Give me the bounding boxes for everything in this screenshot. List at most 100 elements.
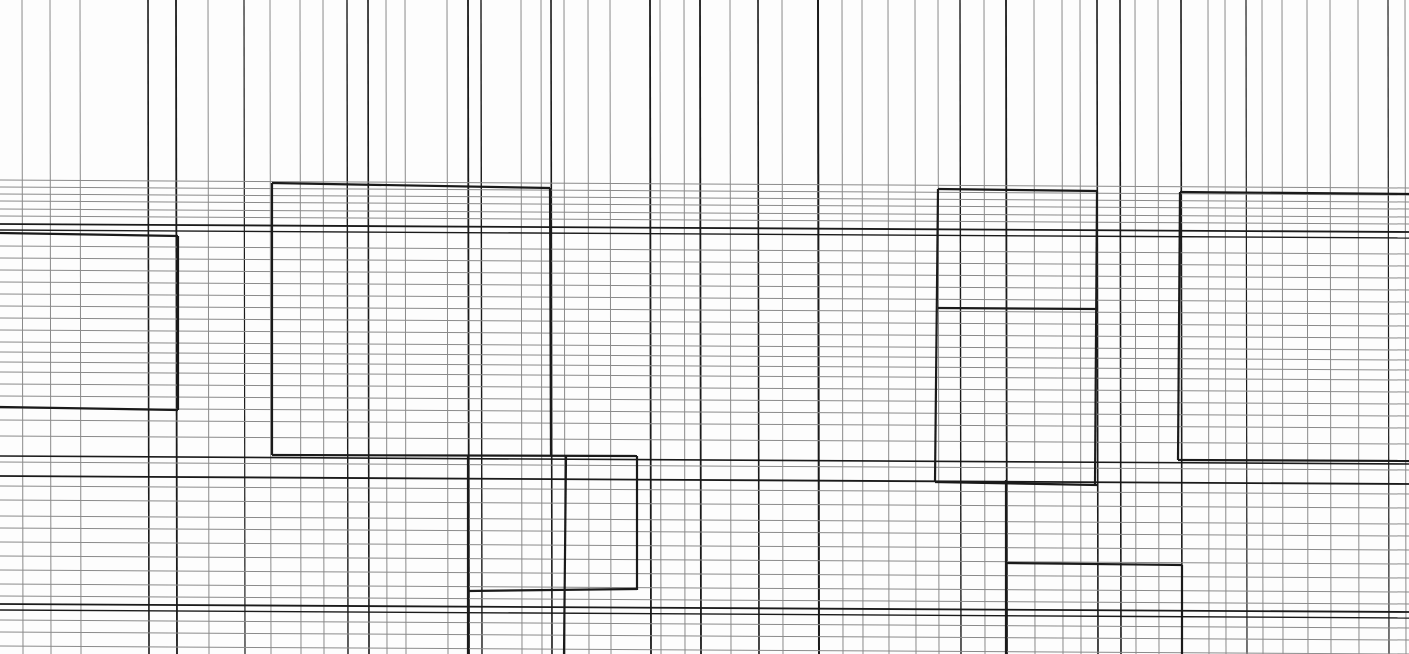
frame-edge — [934, 480, 1098, 487]
horizontal-line — [0, 595, 1409, 605]
vertical-line — [649, 0, 652, 654]
horizontal-line — [0, 281, 1409, 291]
vertical-line — [1404, 0, 1407, 654]
frame-edge — [467, 587, 638, 593]
frame-edge — [271, 181, 551, 190]
horizontal-line — [0, 223, 1409, 233]
horizontal-line — [0, 208, 1409, 218]
vertical-line — [1281, 0, 1284, 654]
frame-edge — [0, 231, 179, 238]
vertical-line — [79, 0, 82, 654]
horizontal-lines — [0, 179, 1409, 654]
horizontal-line — [0, 200, 1409, 210]
horizontal-line — [0, 499, 1409, 509]
horizontal-line — [0, 293, 1409, 303]
horizontal-line — [0, 455, 1409, 465]
vertical-line — [1207, 0, 1210, 654]
vertical-line — [299, 0, 302, 654]
horizontal-line — [0, 419, 1409, 429]
frame-edge — [548, 187, 553, 456]
horizontal-line — [0, 603, 1409, 613]
frame-edge — [1177, 458, 1409, 463]
horizontal-line — [0, 407, 1409, 417]
frame-edge — [271, 453, 638, 458]
vertical-line — [322, 0, 325, 654]
frame-edge — [933, 188, 940, 483]
horizontal-line — [0, 361, 1409, 371]
vertical-line — [1329, 0, 1332, 654]
horizontal-line — [0, 305, 1409, 315]
vertical-line — [1096, 0, 1099, 654]
vertical-line — [861, 0, 864, 654]
vertical-line — [841, 0, 844, 654]
frame-edge — [937, 306, 1098, 311]
horizontal-line — [0, 541, 1409, 551]
horizontal-line — [0, 475, 1409, 485]
vertical-line — [1134, 0, 1137, 654]
horizontal-line — [0, 609, 1409, 619]
horizontal-line — [0, 583, 1409, 593]
vertical-line — [1079, 0, 1082, 654]
vertical-line — [404, 0, 407, 654]
horizontal-line — [0, 215, 1409, 225]
vertical-line — [49, 0, 52, 654]
vertical-line — [887, 0, 890, 654]
vertical-line — [540, 0, 543, 654]
vertical-line — [1245, 0, 1248, 654]
vertical-line — [959, 0, 962, 654]
vertical-line — [983, 0, 986, 654]
frame-edge — [1093, 190, 1099, 485]
vertical-line — [781, 0, 784, 654]
horizontal-line — [0, 485, 1409, 495]
vertical-line — [1180, 0, 1183, 654]
vertical-line — [609, 0, 612, 654]
horizontal-line — [0, 193, 1409, 203]
frame-edge — [1179, 190, 1409, 196]
horizontal-line — [0, 569, 1409, 579]
vertical-line — [446, 0, 449, 654]
vertical-line — [1387, 0, 1390, 654]
horizontal-line — [0, 317, 1409, 327]
vertical-line — [21, 0, 24, 654]
horizontal-line — [0, 179, 1409, 189]
frame-edge — [1176, 191, 1182, 461]
horizontal-line — [0, 257, 1409, 267]
vertical-line — [367, 0, 370, 654]
vertical-line — [1033, 0, 1036, 654]
vertical-line — [520, 0, 523, 654]
vertical-line — [817, 0, 820, 654]
horizontal-line — [0, 383, 1409, 393]
horizontal-line — [0, 527, 1409, 537]
vertical-line — [207, 0, 210, 654]
vertical-line — [1261, 0, 1264, 654]
horizontal-line — [0, 351, 1409, 361]
vertical-line — [1061, 0, 1064, 654]
frame-edge — [0, 405, 179, 412]
horizontal-line — [0, 329, 1409, 339]
outlined-rectangles — [0, 181, 1409, 654]
horizontal-line — [0, 435, 1409, 445]
vertical-line — [175, 0, 178, 654]
horizontal-line — [0, 461, 1409, 471]
vertical-line — [385, 0, 388, 654]
vertical-line — [757, 0, 760, 654]
frame-edge — [1005, 561, 1183, 567]
horizontal-line — [0, 645, 1409, 654]
horizontal-line — [0, 186, 1409, 196]
horizontal-line — [0, 269, 1409, 279]
vertical-line — [147, 0, 150, 654]
vertical-line — [729, 0, 732, 654]
vertical-line — [587, 0, 590, 654]
horizontal-line — [0, 395, 1409, 405]
vertical-line — [480, 0, 483, 654]
vertical-line — [914, 0, 917, 654]
vertical-line — [1157, 0, 1160, 654]
horizontal-line — [0, 371, 1409, 381]
horizontal-line — [0, 631, 1409, 641]
horizontal-line — [0, 341, 1409, 351]
vertical-lines — [21, 0, 1407, 654]
horizontal-line — [0, 555, 1409, 565]
vertical-line — [1357, 0, 1360, 654]
vertical-line — [243, 0, 246, 654]
